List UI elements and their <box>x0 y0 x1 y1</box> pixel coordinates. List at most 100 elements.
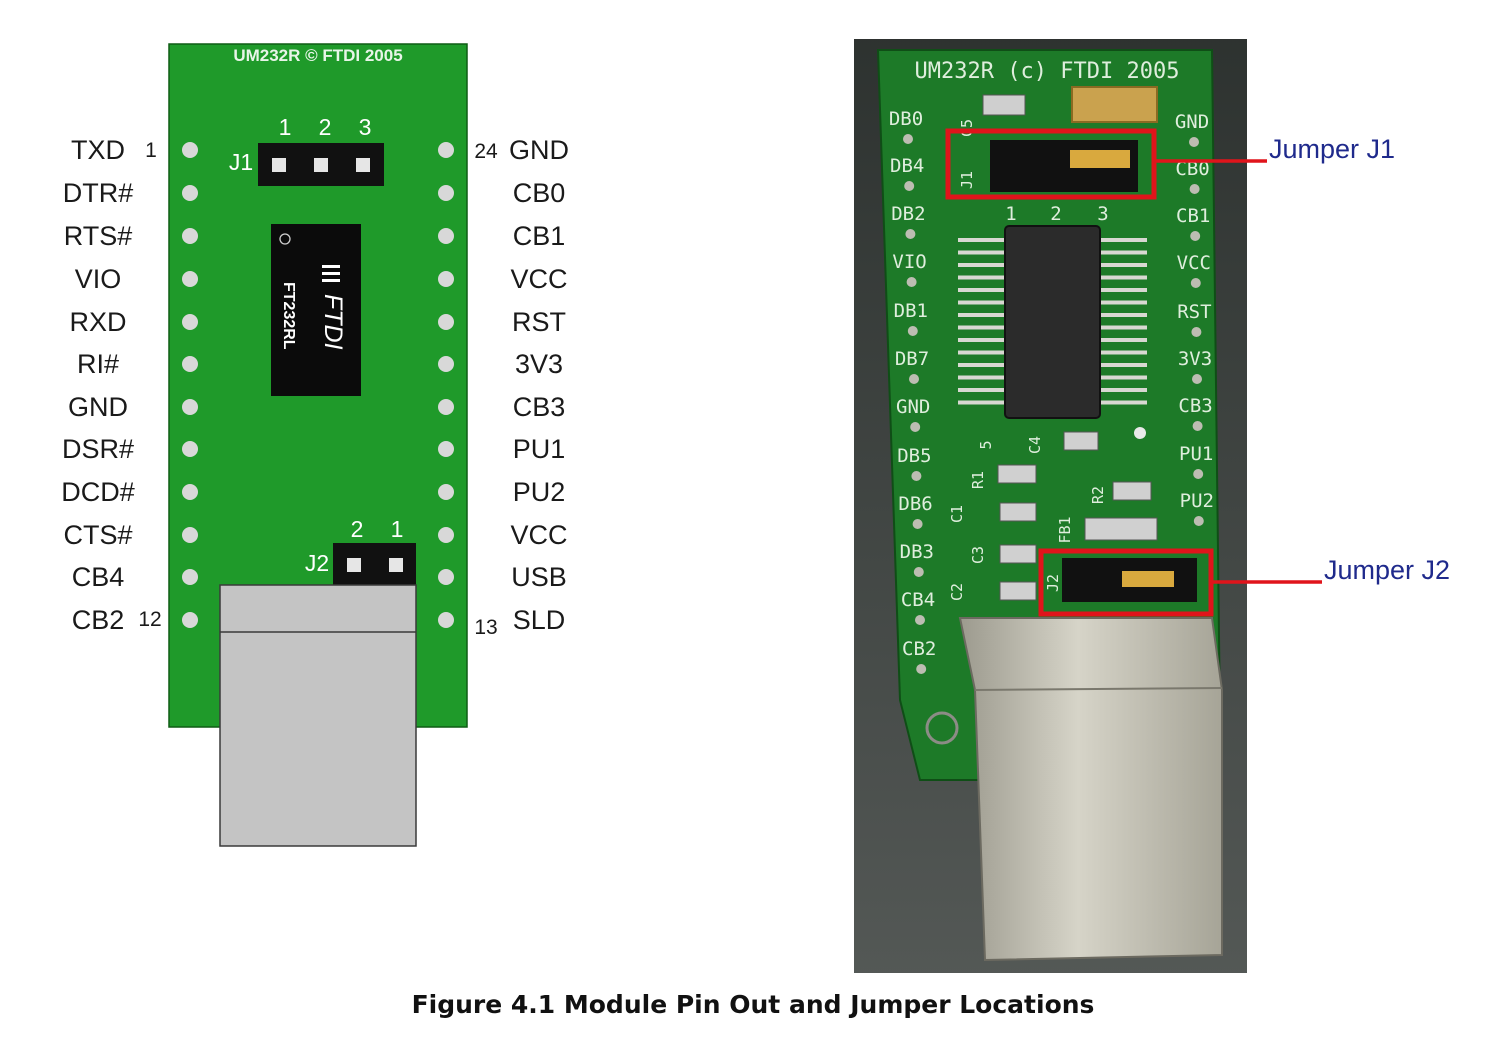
right-pin-dot <box>438 569 454 585</box>
left-pin-label: CB2 <box>72 605 125 635</box>
right-pin-label: USB <box>511 562 567 592</box>
photo-panel: UM232R (c) FTDI 2005 1 2 3 DB0DB4DB2VIOD… <box>854 39 1247 973</box>
photo-right-pad <box>1190 278 1201 288</box>
right-pin-dot <box>438 612 454 628</box>
photo-component-label: R2 <box>1089 486 1107 504</box>
schematic-left-pins: TXDDTR#RTS#VIORXDRI#GNDDSR#DCD#CTS#CB4CB… <box>61 135 198 635</box>
left-pin-dot <box>182 612 198 628</box>
j2-num-1: 1 <box>391 516 404 542</box>
photo-smd-r2 <box>1112 481 1152 501</box>
photo-left-silk-label: GND <box>896 396 930 418</box>
right-pin-label: PU1 <box>513 434 566 464</box>
left-pin-label: CB4 <box>72 562 125 592</box>
j1-num-2: 2 <box>319 114 332 140</box>
j2-pin-2 <box>347 558 361 572</box>
left-pin-dot <box>182 484 198 500</box>
photo-j1-num-2: 2 <box>1050 203 1061 225</box>
photo-right-silk-label: CB0 <box>1175 158 1209 180</box>
photo-board-title: UM232R (c) FTDI 2005 <box>915 59 1180 84</box>
ic-leg-right <box>1100 238 1147 242</box>
schematic-board: UM232R © FTDI 2005 J1 1 2 3 FTDI FT232RL… <box>168 43 468 847</box>
photo-left-pad <box>909 374 919 384</box>
j1-num-1: 1 <box>279 114 292 140</box>
right-pin-label: RST <box>512 307 566 337</box>
pin-number-12: 12 <box>138 608 161 631</box>
photo-left-pad <box>913 567 924 577</box>
ic-leg-left <box>958 238 1005 242</box>
photo-right-pad <box>1190 231 1201 241</box>
photo-left-silk-label: DB1 <box>894 300 928 322</box>
ic-leg-left <box>958 400 1005 405</box>
ic-leg-right <box>1100 275 1147 280</box>
photo-right-silk-label: GND <box>1175 111 1209 133</box>
ic-leg-left <box>958 300 1005 305</box>
photo-left-silk-label: DB6 <box>898 493 932 515</box>
photo-left-pad <box>910 422 921 432</box>
ic-leg-right <box>1100 388 1147 392</box>
board-title: UM232R © FTDI 2005 <box>233 46 402 65</box>
j2-label: J2 <box>305 550 329 576</box>
left-pin-dot <box>182 441 198 457</box>
photo-left-silk-label: DB3 <box>900 541 934 563</box>
j1-pin-1 <box>272 158 286 172</box>
ic-leg-left <box>958 275 1005 280</box>
photo-right-pad <box>1189 137 1199 147</box>
left-pin-dot <box>182 527 198 543</box>
photo-component-label: FB1 <box>1056 516 1074 543</box>
photo-left-pad <box>905 229 916 239</box>
chip-pin1-dot <box>279 233 291 245</box>
photo-right-pad <box>1193 469 1204 479</box>
photo-ic-legs <box>958 238 1147 405</box>
j2-header <box>333 543 416 585</box>
photo-tantalum-cap <box>1071 86 1158 123</box>
right-pin-dot <box>438 356 454 372</box>
photo-right-silk-label: RST <box>1177 301 1211 323</box>
ic-leg-left <box>958 388 1005 392</box>
ic-leg-right <box>1100 400 1147 405</box>
left-pin-dot <box>182 228 198 244</box>
left-pin-label: RI# <box>77 349 119 379</box>
left-pin-dot <box>182 271 198 287</box>
left-pin-label: RXD <box>69 307 126 337</box>
ic-leg-left <box>958 325 1005 330</box>
photo-right-silk-label: PU2 <box>1180 490 1214 512</box>
left-pin-dot <box>182 569 198 585</box>
photo-right-pad <box>1191 327 1202 337</box>
photo-component-label: J2 <box>1044 574 1062 592</box>
photo-right-pad <box>1189 184 1200 194</box>
photo-component-label: C2 <box>948 583 966 601</box>
figure-caption: Figure 4.1 Module Pin Out and Jumper Loc… <box>411 990 1095 1019</box>
photo-component-label: 5 <box>977 440 995 449</box>
pin-number-1: 1 <box>145 139 157 162</box>
photo-right-silk-label: CB3 <box>1178 395 1212 417</box>
pin-number-13: 13 <box>474 616 497 639</box>
ic-leg-right <box>1100 375 1147 380</box>
photo-left-silk-label: DB2 <box>891 203 925 225</box>
j1-pin-2 <box>314 158 328 172</box>
photo-right-pad <box>1192 374 1202 384</box>
photo-j1-num-1: 1 <box>1005 203 1016 225</box>
left-pin-dot <box>182 399 198 415</box>
photo-smd-fb1 <box>1084 517 1158 541</box>
left-pin-label: DCD# <box>61 477 135 507</box>
j1-label: J1 <box>229 149 253 175</box>
photo-component-label: C3 <box>969 546 987 564</box>
left-pin-dot <box>182 356 198 372</box>
photo-left-pad <box>903 134 913 144</box>
ic-leg-left <box>958 375 1005 380</box>
callout-jumper-j1: Jumper J1 <box>1269 134 1395 164</box>
ic-leg-right <box>1100 288 1147 292</box>
usb-connector <box>219 584 417 847</box>
right-pin-dot <box>438 484 454 500</box>
ic-leg-left <box>958 338 1005 342</box>
photo-via <box>1134 427 1146 439</box>
ic-leg-right <box>1100 338 1147 342</box>
photo-component-label: C1 <box>948 505 966 523</box>
ftdi-logo-lines <box>322 265 340 282</box>
chip-brand: FTDI <box>319 294 347 350</box>
photo-left-silk-label: CB2 <box>902 638 936 660</box>
right-pin-dot <box>438 228 454 244</box>
photo-left-pad <box>911 471 922 481</box>
photo-ic <box>1004 225 1101 419</box>
